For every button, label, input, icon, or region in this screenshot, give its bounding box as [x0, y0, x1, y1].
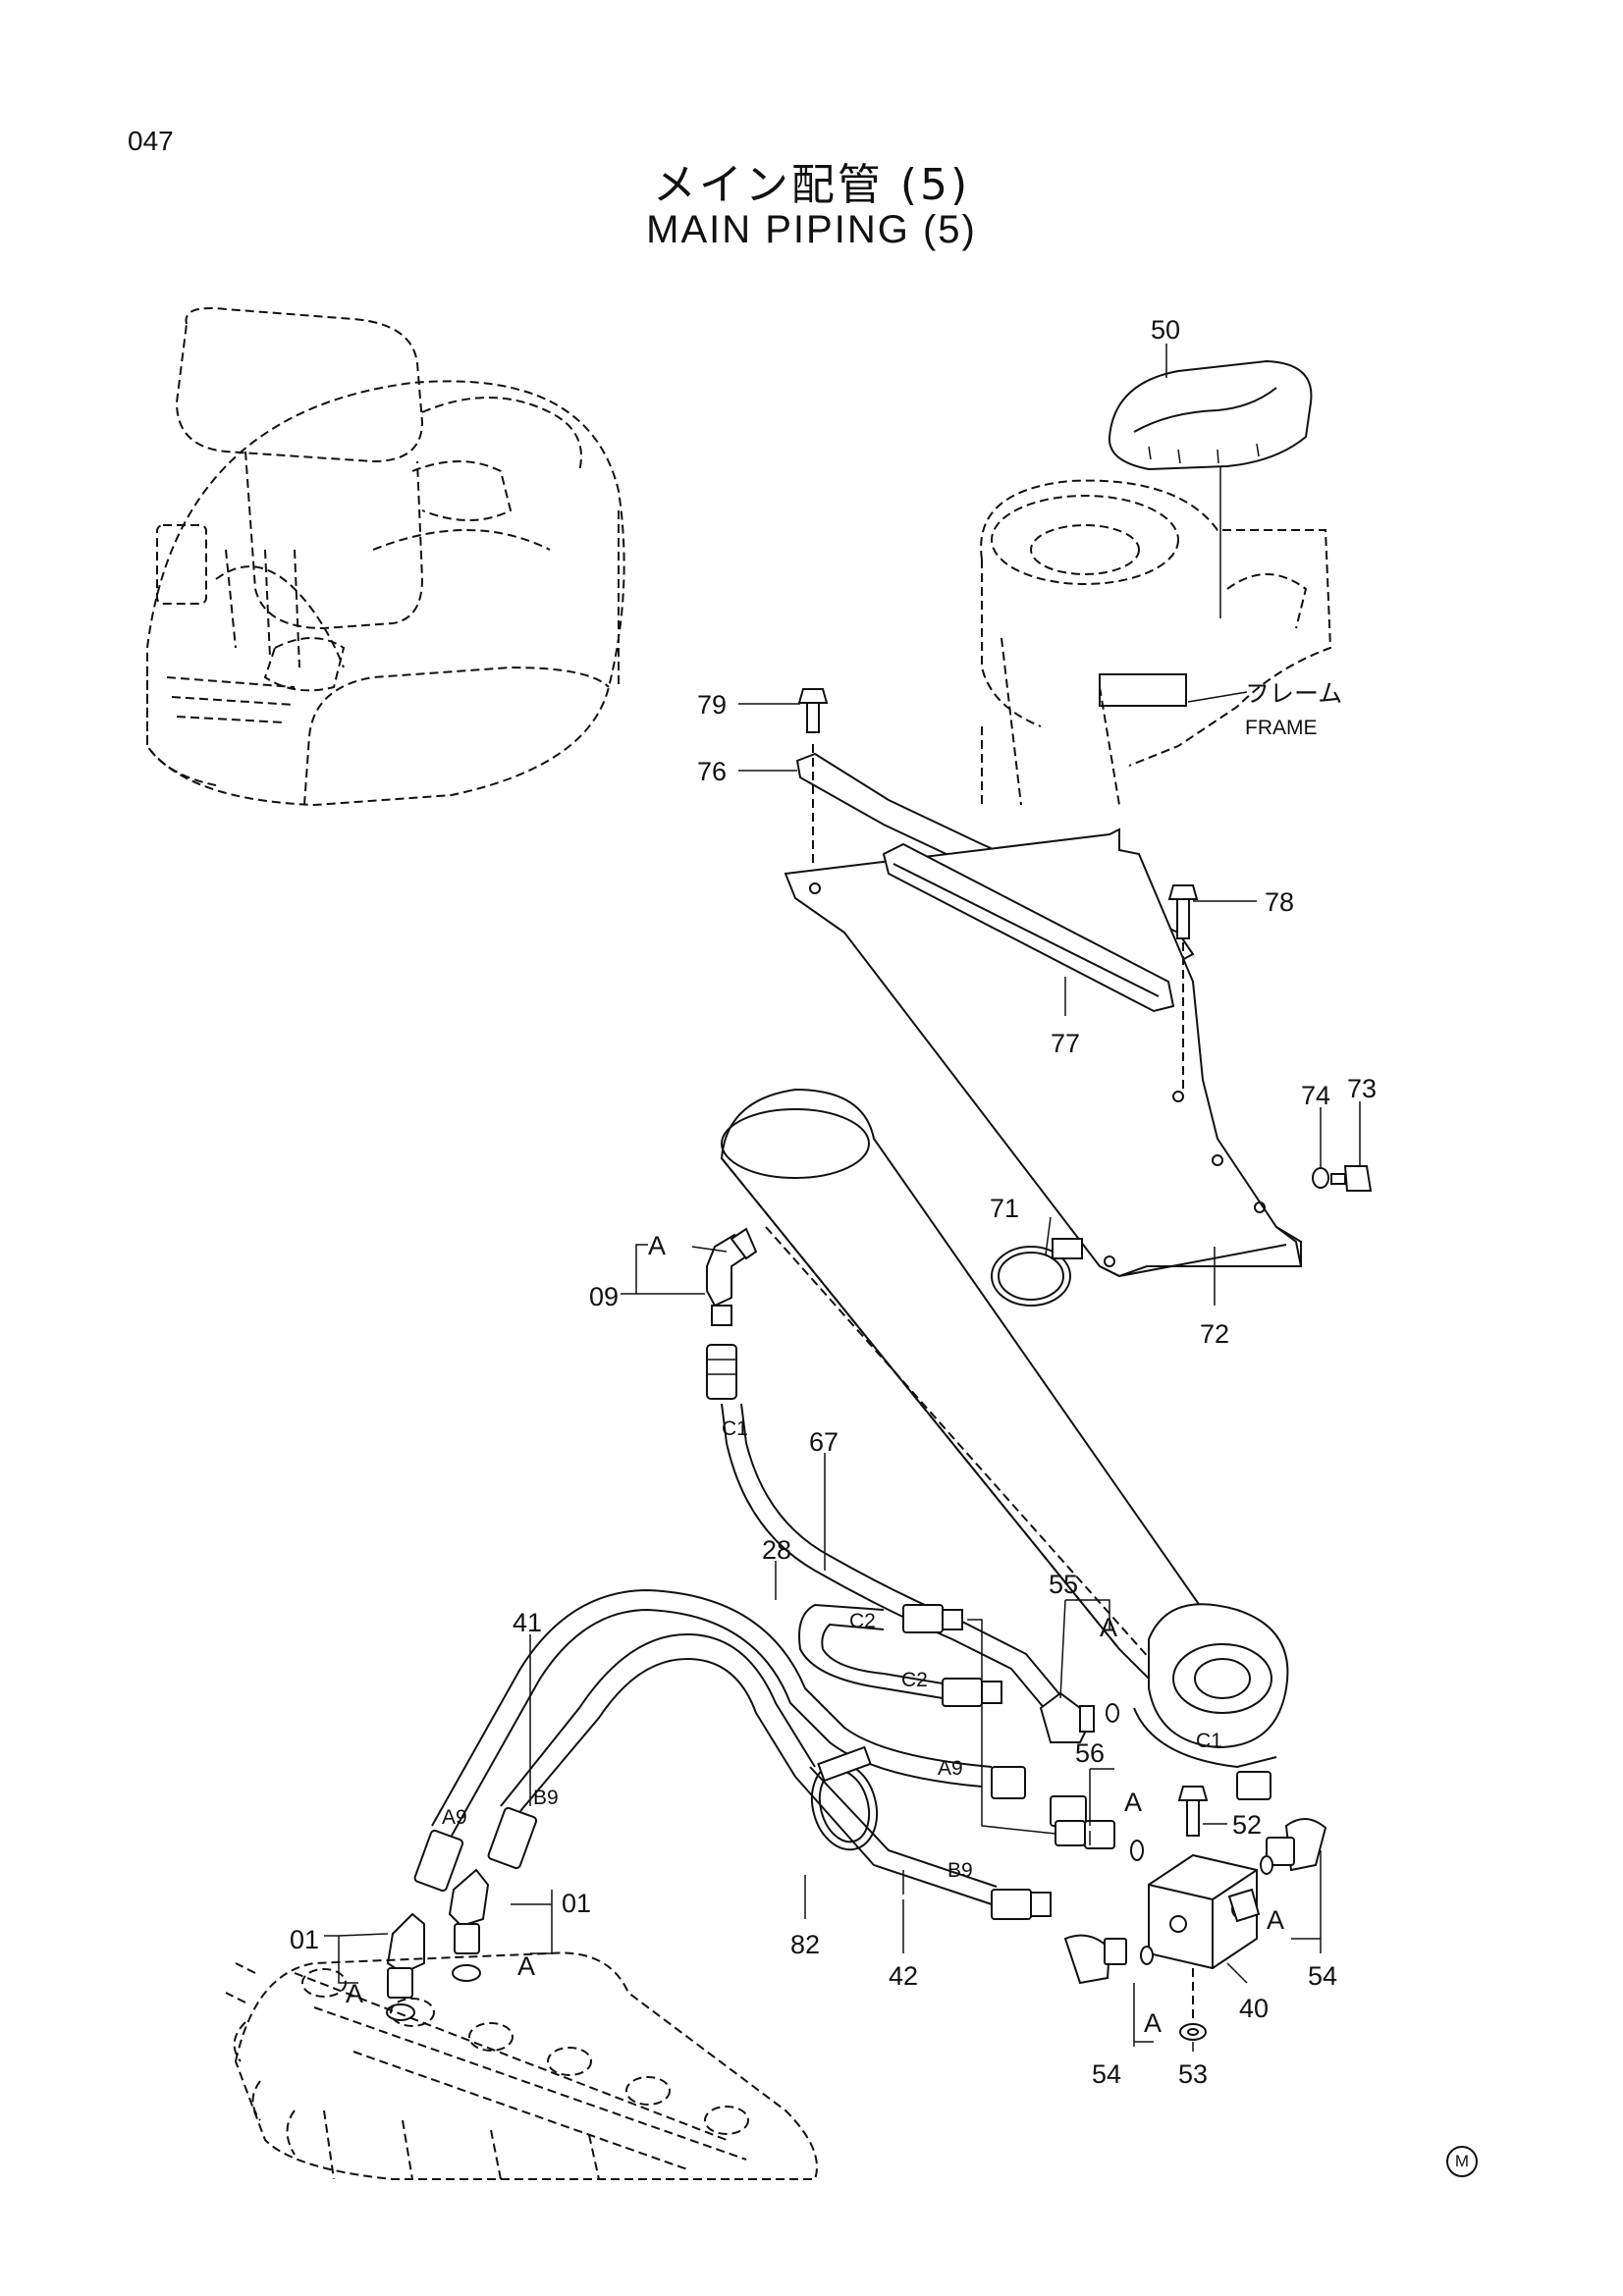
callout-79: 79 [697, 690, 727, 720]
port-label-a9: A9 [938, 1757, 963, 1780]
callout-74: 74 [1301, 1081, 1330, 1110]
port-label-c1: C1 [1196, 1730, 1222, 1752]
part-40-block [1148, 1853, 1261, 1970]
part-56-fitting [1055, 1820, 1144, 1861]
bracket-assembly [784, 688, 1373, 1278]
callout-54-upper: 54 [1308, 1961, 1337, 1991]
ref-marker-a: A [1100, 1613, 1117, 1642]
port-label-b9: B9 [947, 1859, 973, 1882]
port-label-a9: A9 [442, 1806, 467, 1829]
corner-mark-icon: M [1446, 2146, 1478, 2177]
part-71-band [991, 1238, 1083, 1307]
ref-marker-a: A [517, 1951, 535, 1981]
frame-label-english: FRAME [1245, 717, 1318, 739]
callout-28: 28 [762, 1535, 791, 1565]
part-09-elbow [706, 1227, 758, 1400]
part-55-elbow [1039, 1691, 1119, 1743]
hydraulic-cylinder [720, 1088, 1289, 1769]
callout-42: 42 [889, 1961, 918, 1991]
callout-01-right: 01 [562, 1889, 591, 1918]
part-82-clamp [810, 1745, 879, 1851]
callout-52: 52 [1232, 1810, 1262, 1840]
ref-marker-a: A [1124, 1788, 1142, 1817]
callout-71: 71 [990, 1194, 1019, 1223]
callout-78: 78 [1265, 887, 1294, 917]
frame-label-japanese: フレーム [1245, 679, 1342, 708]
part-52-bolt [1177, 1786, 1209, 1837]
machine-overview-illustration [146, 307, 625, 807]
part-50-cover [1108, 359, 1313, 471]
port-label-c1: C1 [722, 1417, 748, 1440]
control-valve-illustration [225, 1951, 818, 2180]
callout-09: 09 [589, 1282, 619, 1311]
page-title-japanese: メイン配管 (5) [652, 160, 971, 210]
part-01-elbows [386, 1868, 490, 2021]
callout-01-left: 01 [290, 1925, 319, 1954]
callout-40: 40 [1239, 1994, 1269, 2023]
callout-82: 82 [790, 1930, 820, 1959]
part-53-washer [1179, 1968, 1207, 2041]
callout-67: 67 [809, 1427, 839, 1457]
ref-marker-a: A [1267, 1905, 1284, 1935]
ref-marker-a: A [1144, 2008, 1162, 2038]
leader-lines [324, 344, 1361, 2052]
port-label-b9: B9 [533, 1787, 559, 1809]
part-42-hose [794, 1766, 998, 1905]
callout-54-lower: 54 [1092, 2059, 1121, 2089]
page-title-english: MAIN PIPING (5) [646, 208, 977, 251]
part-54-elbow-upper [1236, 1771, 1327, 1875]
callout-53: 53 [1178, 2059, 1208, 2089]
reference-markers: A A A A A A A [346, 1231, 1284, 2038]
callout-50: 50 [1151, 315, 1180, 345]
part-41-hose-pair [431, 1588, 993, 1837]
port-labels: C1 C1 C2 C2 A9 A9 B9 B9 [442, 1417, 1222, 1882]
callout-73: 73 [1347, 1074, 1377, 1103]
callout-72: 72 [1200, 1319, 1229, 1349]
callout-labels: 50 79 76 78 77 74 73 71 72 09 67 28 55 4… [290, 315, 1377, 2089]
ref-marker-a: A [346, 1979, 363, 2008]
part-28-hose [798, 1603, 1002, 1707]
port-label-c2: C2 [901, 1669, 928, 1691]
callout-76: 76 [697, 757, 727, 786]
frame-illustration [980, 422, 1332, 806]
part-54-elbow-lower [1063, 1934, 1154, 1985]
ref-marker-a: A [648, 1231, 666, 1260]
callout-77: 77 [1051, 1029, 1080, 1058]
callout-55: 55 [1049, 1570, 1078, 1599]
port-label-c2: C2 [849, 1610, 876, 1632]
callout-56: 56 [1075, 1738, 1105, 1768]
page-number: 047 [128, 126, 174, 156]
callout-41: 41 [513, 1608, 542, 1637]
